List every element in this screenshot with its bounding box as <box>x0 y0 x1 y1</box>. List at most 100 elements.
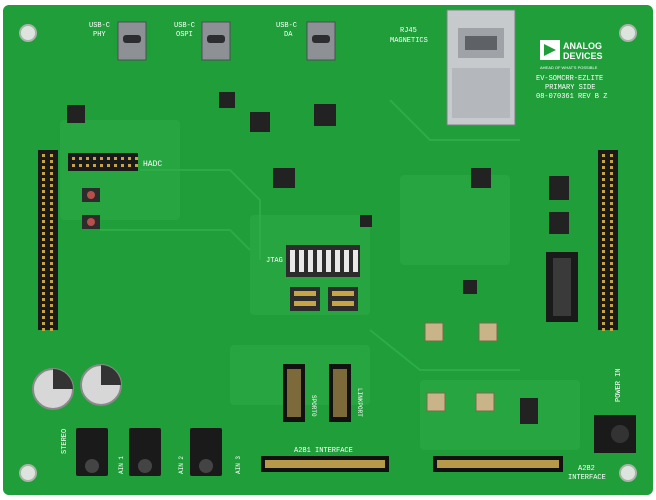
ic-chips <box>67 92 569 424</box>
header-pin <box>610 214 613 217</box>
header-pin <box>50 214 53 217</box>
header-pin <box>610 208 613 211</box>
header-pin <box>602 250 605 253</box>
header-pin <box>114 164 117 167</box>
header-pin <box>42 328 45 331</box>
header-pin <box>42 322 45 325</box>
sport0-label: SPORT0 <box>310 395 317 417</box>
a2b1-label: A2B1 INTERFACE <box>294 447 353 455</box>
sport-linkport-connectors <box>283 364 351 422</box>
header-pin <box>42 262 45 265</box>
ain1-label: AIN 1 <box>118 456 125 474</box>
header-pin <box>610 244 613 247</box>
header-pin <box>42 280 45 283</box>
header-pin <box>50 310 53 313</box>
header-pin <box>42 310 45 313</box>
header-pin <box>602 298 605 301</box>
header-pin <box>50 292 53 295</box>
header-pin <box>610 322 613 325</box>
header-pin <box>50 274 53 277</box>
header-pin <box>610 328 613 331</box>
header-pin <box>114 157 117 160</box>
header-pin <box>50 262 53 265</box>
header-pin <box>42 196 45 199</box>
header-pin <box>602 232 605 235</box>
header-pin <box>42 268 45 271</box>
header-pin <box>50 184 53 187</box>
header-pin <box>50 250 53 253</box>
right-pin-header <box>598 150 618 331</box>
header-pin <box>42 160 45 163</box>
header-pin <box>602 268 605 271</box>
header-pin <box>610 250 613 253</box>
a2b2-label-2: INTERFACE <box>568 474 606 482</box>
header-pin <box>42 256 45 259</box>
header-pin <box>42 226 45 229</box>
header-pin <box>610 202 613 205</box>
header-pin <box>610 226 613 229</box>
jtag-label: JTAG <box>266 257 283 265</box>
inductors <box>424 322 498 412</box>
header-pin <box>610 268 613 271</box>
header-pin <box>50 256 53 259</box>
ain3-label: AIN 3 <box>235 456 242 474</box>
header-pin <box>602 172 605 175</box>
usb-phy-label-2: PHY <box>93 31 106 39</box>
header-pin <box>602 280 605 283</box>
stereo-label: STEREO <box>61 429 69 454</box>
header-pin <box>610 154 613 157</box>
header-pin <box>42 232 45 235</box>
header-pin <box>610 292 613 295</box>
linkport-label: LINKPORT <box>356 388 363 417</box>
header-pin <box>50 154 53 157</box>
header-pin <box>610 190 613 193</box>
header-pin <box>602 196 605 199</box>
header-pin <box>50 232 53 235</box>
header-pin <box>610 184 613 187</box>
usb-ospi-label-1: USB-C <box>174 22 195 30</box>
power-jack <box>594 415 636 453</box>
trace-lines <box>100 99 520 371</box>
header-pin <box>42 244 45 247</box>
debug-box-header <box>546 252 578 322</box>
audio-jacks <box>76 428 222 476</box>
a2b2-connector <box>433 456 563 472</box>
usb-ospi-label-2: OSPI <box>176 31 193 39</box>
header-pin <box>42 172 45 175</box>
header-pin <box>610 172 613 175</box>
header-pin <box>50 178 53 181</box>
push-buttons <box>82 188 100 229</box>
header-pin <box>79 164 82 167</box>
header-pin <box>121 157 124 160</box>
header-pin <box>42 190 45 193</box>
header-pin <box>610 220 613 223</box>
header-pin <box>50 202 53 205</box>
header-pin <box>602 202 605 205</box>
header-pin <box>50 244 53 247</box>
header-pin <box>42 238 45 241</box>
rj45-label-1: RJ45 <box>400 27 417 35</box>
header-pin <box>50 172 53 175</box>
header-pin <box>602 190 605 193</box>
header-pin <box>602 274 605 277</box>
header-pin <box>50 304 53 307</box>
header-pin <box>42 274 45 277</box>
header-pin <box>602 286 605 289</box>
header-pin <box>610 310 613 313</box>
header-pin <box>128 164 131 167</box>
header-pin <box>42 214 45 217</box>
logo-tagline: AHEAD OF WHAT'S POSSIBLE <box>540 65 598 70</box>
header-pin <box>610 196 613 199</box>
hadc-label: HADC <box>143 160 162 169</box>
dip-switch-lever <box>326 250 331 272</box>
usb-da-label-1: USB-C <box>276 22 297 30</box>
header-pin <box>602 328 605 331</box>
hadc-header <box>68 153 138 171</box>
mounting-holes <box>19 24 637 482</box>
header-pin <box>602 244 605 247</box>
header-pin <box>100 164 103 167</box>
header-pin <box>602 208 605 211</box>
header-pin <box>50 226 53 229</box>
header-pin <box>610 256 613 259</box>
